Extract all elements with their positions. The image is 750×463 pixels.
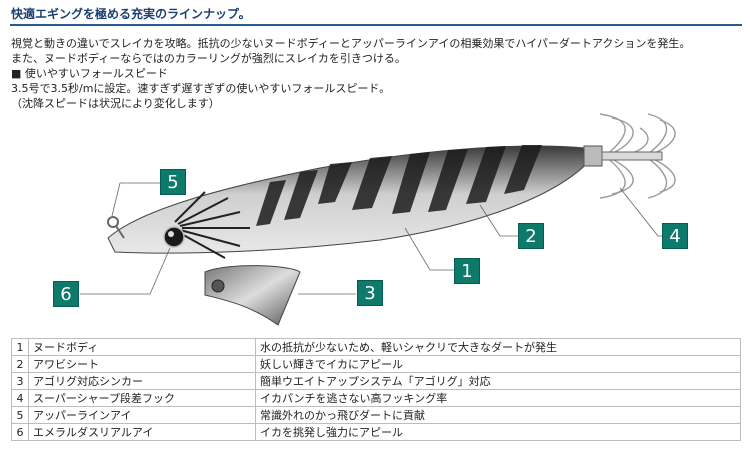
- description-line: 視覚と動きの違いでスレイカを攻略。抵抗の少ないヌードボディーとアッパーラインアイ…: [11, 37, 691, 50]
- callout-5: 5: [160, 169, 186, 195]
- callout-6: 6: [53, 281, 79, 307]
- feature-name: エメラルダスリアルアイ: [28, 423, 256, 441]
- sinker: [204, 265, 301, 326]
- page-title: 快適エギングを極める充実のラインナップ。: [11, 7, 251, 21]
- description-line: （沈降スピードは状況により変化します）: [11, 97, 220, 110]
- feather-tuft: [174, 191, 250, 259]
- feature-name: アッパーラインアイ: [28, 406, 256, 424]
- feature-name: アワビシート: [28, 355, 256, 373]
- hook-shaft: [601, 151, 663, 161]
- page-header: 快適エギングを極める充実のラインナップ。: [0, 0, 750, 26]
- feature-description: 水の抵抗が少ないため、軽いシャクリで大きなダートが発生: [255, 338, 741, 356]
- feature-name: アゴリグ対応シンカー: [28, 372, 256, 390]
- eye-icon: [163, 226, 185, 248]
- table-row: 2 アワビシート 妖しい輝きでイカにアピール: [11, 355, 741, 373]
- table-row: 5 アッパーラインアイ 常識外れのかっ飛びダートに貢献: [11, 406, 741, 424]
- feature-description: 簡単ウエイトアップシステム「アゴリグ」対応: [255, 372, 741, 390]
- feature-description: イカを挑発し強力にアピール: [255, 423, 741, 441]
- product-diagram: 1 2 3 4 5 6: [0, 100, 750, 330]
- feature-name: スーパーシャープ段差フック: [28, 389, 256, 407]
- table-row: 1 ヌードボディ 水の抵抗が少ないため、軽いシャクリで大きなダートが発生: [11, 338, 741, 356]
- feature-description: 妖しい輝きでイカにアピール: [255, 355, 741, 373]
- line-eye-ring: [107, 216, 119, 228]
- callout-2: 2: [518, 223, 544, 249]
- feature-heading: ■ 使いやすいフォールスピード: [11, 67, 168, 80]
- callout-4: 4: [662, 223, 688, 249]
- table-row: 4 スーパーシャープ段差フック イカパンチを逃さない高フッキング率: [11, 389, 741, 407]
- feature-table: 1 ヌードボディ 水の抵抗が少ないため、軽いシャクリで大きなダートが発生 2 ア…: [11, 338, 741, 441]
- tail-cap: [583, 145, 603, 167]
- description-line: また、ヌードボディーならではのカラーリングが強烈にスレイカを引きつける。: [11, 52, 406, 65]
- leader-lines: [80, 182, 662, 295]
- callout-3: 3: [357, 280, 383, 306]
- description: 視覚と動きの違いでスレイカを攻略。抵抗の少ないヌードボディーとアッパーラインアイ…: [11, 36, 741, 111]
- feature-name: ヌードボディ: [28, 338, 256, 356]
- feature-description: イカパンチを逃さない高フッキング率: [255, 389, 741, 407]
- feature-description: 常識外れのかっ飛びダートに貢献: [255, 406, 741, 424]
- title-divider: [10, 24, 742, 26]
- table-row: 3 アゴリグ対応シンカー 簡単ウエイトアップシステム「アゴリグ」対応: [11, 372, 741, 390]
- feature-number: 1: [11, 338, 29, 356]
- feature-number: 3: [11, 372, 29, 390]
- feature-number: 5: [11, 406, 29, 424]
- description-line: 3.5号で3.5秒/mに設定。速すぎず遅すぎずの使いやすいフォールスピード。: [11, 82, 391, 95]
- egi-lure-illustration: [80, 113, 676, 326]
- feature-number: 6: [11, 423, 29, 441]
- feature-number: 4: [11, 389, 29, 407]
- lure-stripes: [256, 145, 542, 226]
- table-row: 6 エメラルダスリアルアイ イカを挑発し強力にアピール: [11, 423, 741, 441]
- callout-1: 1: [454, 258, 480, 284]
- feature-number: 2: [11, 355, 29, 373]
